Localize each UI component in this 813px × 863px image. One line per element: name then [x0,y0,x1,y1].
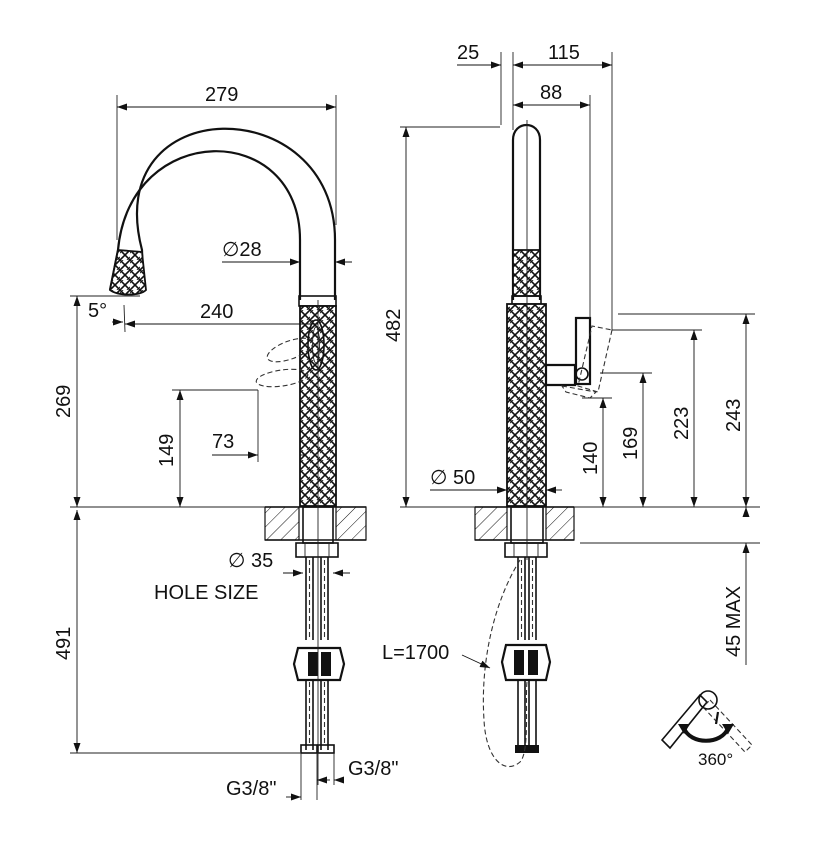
side-upper-tube [511,124,542,300]
lock-nut [295,542,339,558]
side-view [400,52,760,768]
dim-lever-offset: 73 [212,431,234,453]
body-braided-side [506,303,547,507]
side-handle-phantom [577,325,613,393]
spout-outer [108,150,302,300]
spout-braided-tip [109,249,147,296]
dim-tube-diameter: ∅28 [222,239,262,261]
hose-weight-front [292,646,346,682]
dim-hose-length: L=1700 [382,642,449,664]
dim-top-offset: 25 [457,42,479,64]
front-view [70,95,367,801]
rotation-360-icon [660,690,753,753]
dim-handle-mid: 169 [620,427,642,460]
supply-hose-right [320,557,329,640]
dim-spout-reach: 279 [205,84,238,106]
front-lever [307,319,325,371]
dim-deck-thickness: 45 MAX [723,586,745,657]
dim-top-width: 115 [548,42,580,64]
side-handle-lever [574,316,592,386]
dim-handle-max: 243 [723,399,745,432]
dim-outlet-to-center: 240 [200,301,233,323]
dim-handle-reach: 88 [540,82,562,104]
side-handle-arm [544,363,577,387]
dim-handle-low: 140 [580,442,602,475]
dim-body-diameter: ∅ 50 [430,467,475,489]
dim-below-deck-length: 491 [53,627,75,660]
hose-weight-side [500,643,552,682]
dim-total-height: 482 [383,309,405,342]
dim-hole-size-diameter: ∅ 35 [228,550,273,572]
side-spout-braid [512,249,541,297]
dim-inlet-right: G3/8" [348,758,398,780]
deck-side-right [545,506,575,541]
deck-front-left [264,506,300,541]
inlet-fitting-left [300,744,318,754]
pullout-hose-loop [482,559,528,768]
rotation-label: 360° [698,750,733,769]
dim-spout-angle: 5° [88,300,107,322]
dim-inlet-left: G3/8" [226,778,276,800]
dim-outlet-height: 269 [53,385,75,418]
lever-phantom-1 [266,337,314,363]
hole-size-label: HOLE SIZE [154,582,258,604]
spout-collar [298,295,337,307]
dim-handle-top: 223 [671,407,693,440]
dim-lever-height: 149 [156,434,178,467]
lever-phantom-2 [255,368,309,388]
supply-hose-left [305,557,314,640]
spout-inner [135,127,337,300]
deck-side-left [474,506,508,541]
deck-front-right [335,506,367,541]
